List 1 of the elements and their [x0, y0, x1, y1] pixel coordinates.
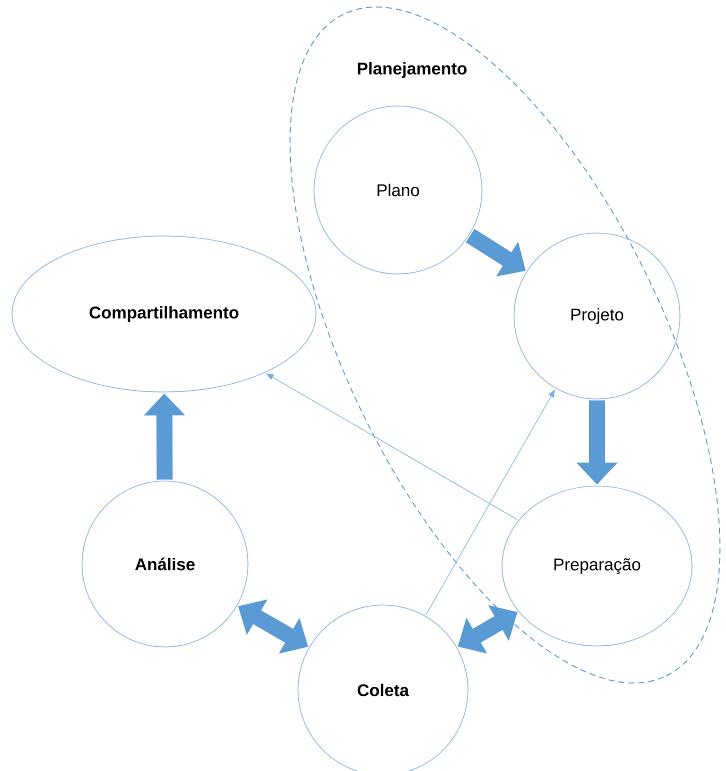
group-title: Planejamento — [358, 62, 467, 78]
